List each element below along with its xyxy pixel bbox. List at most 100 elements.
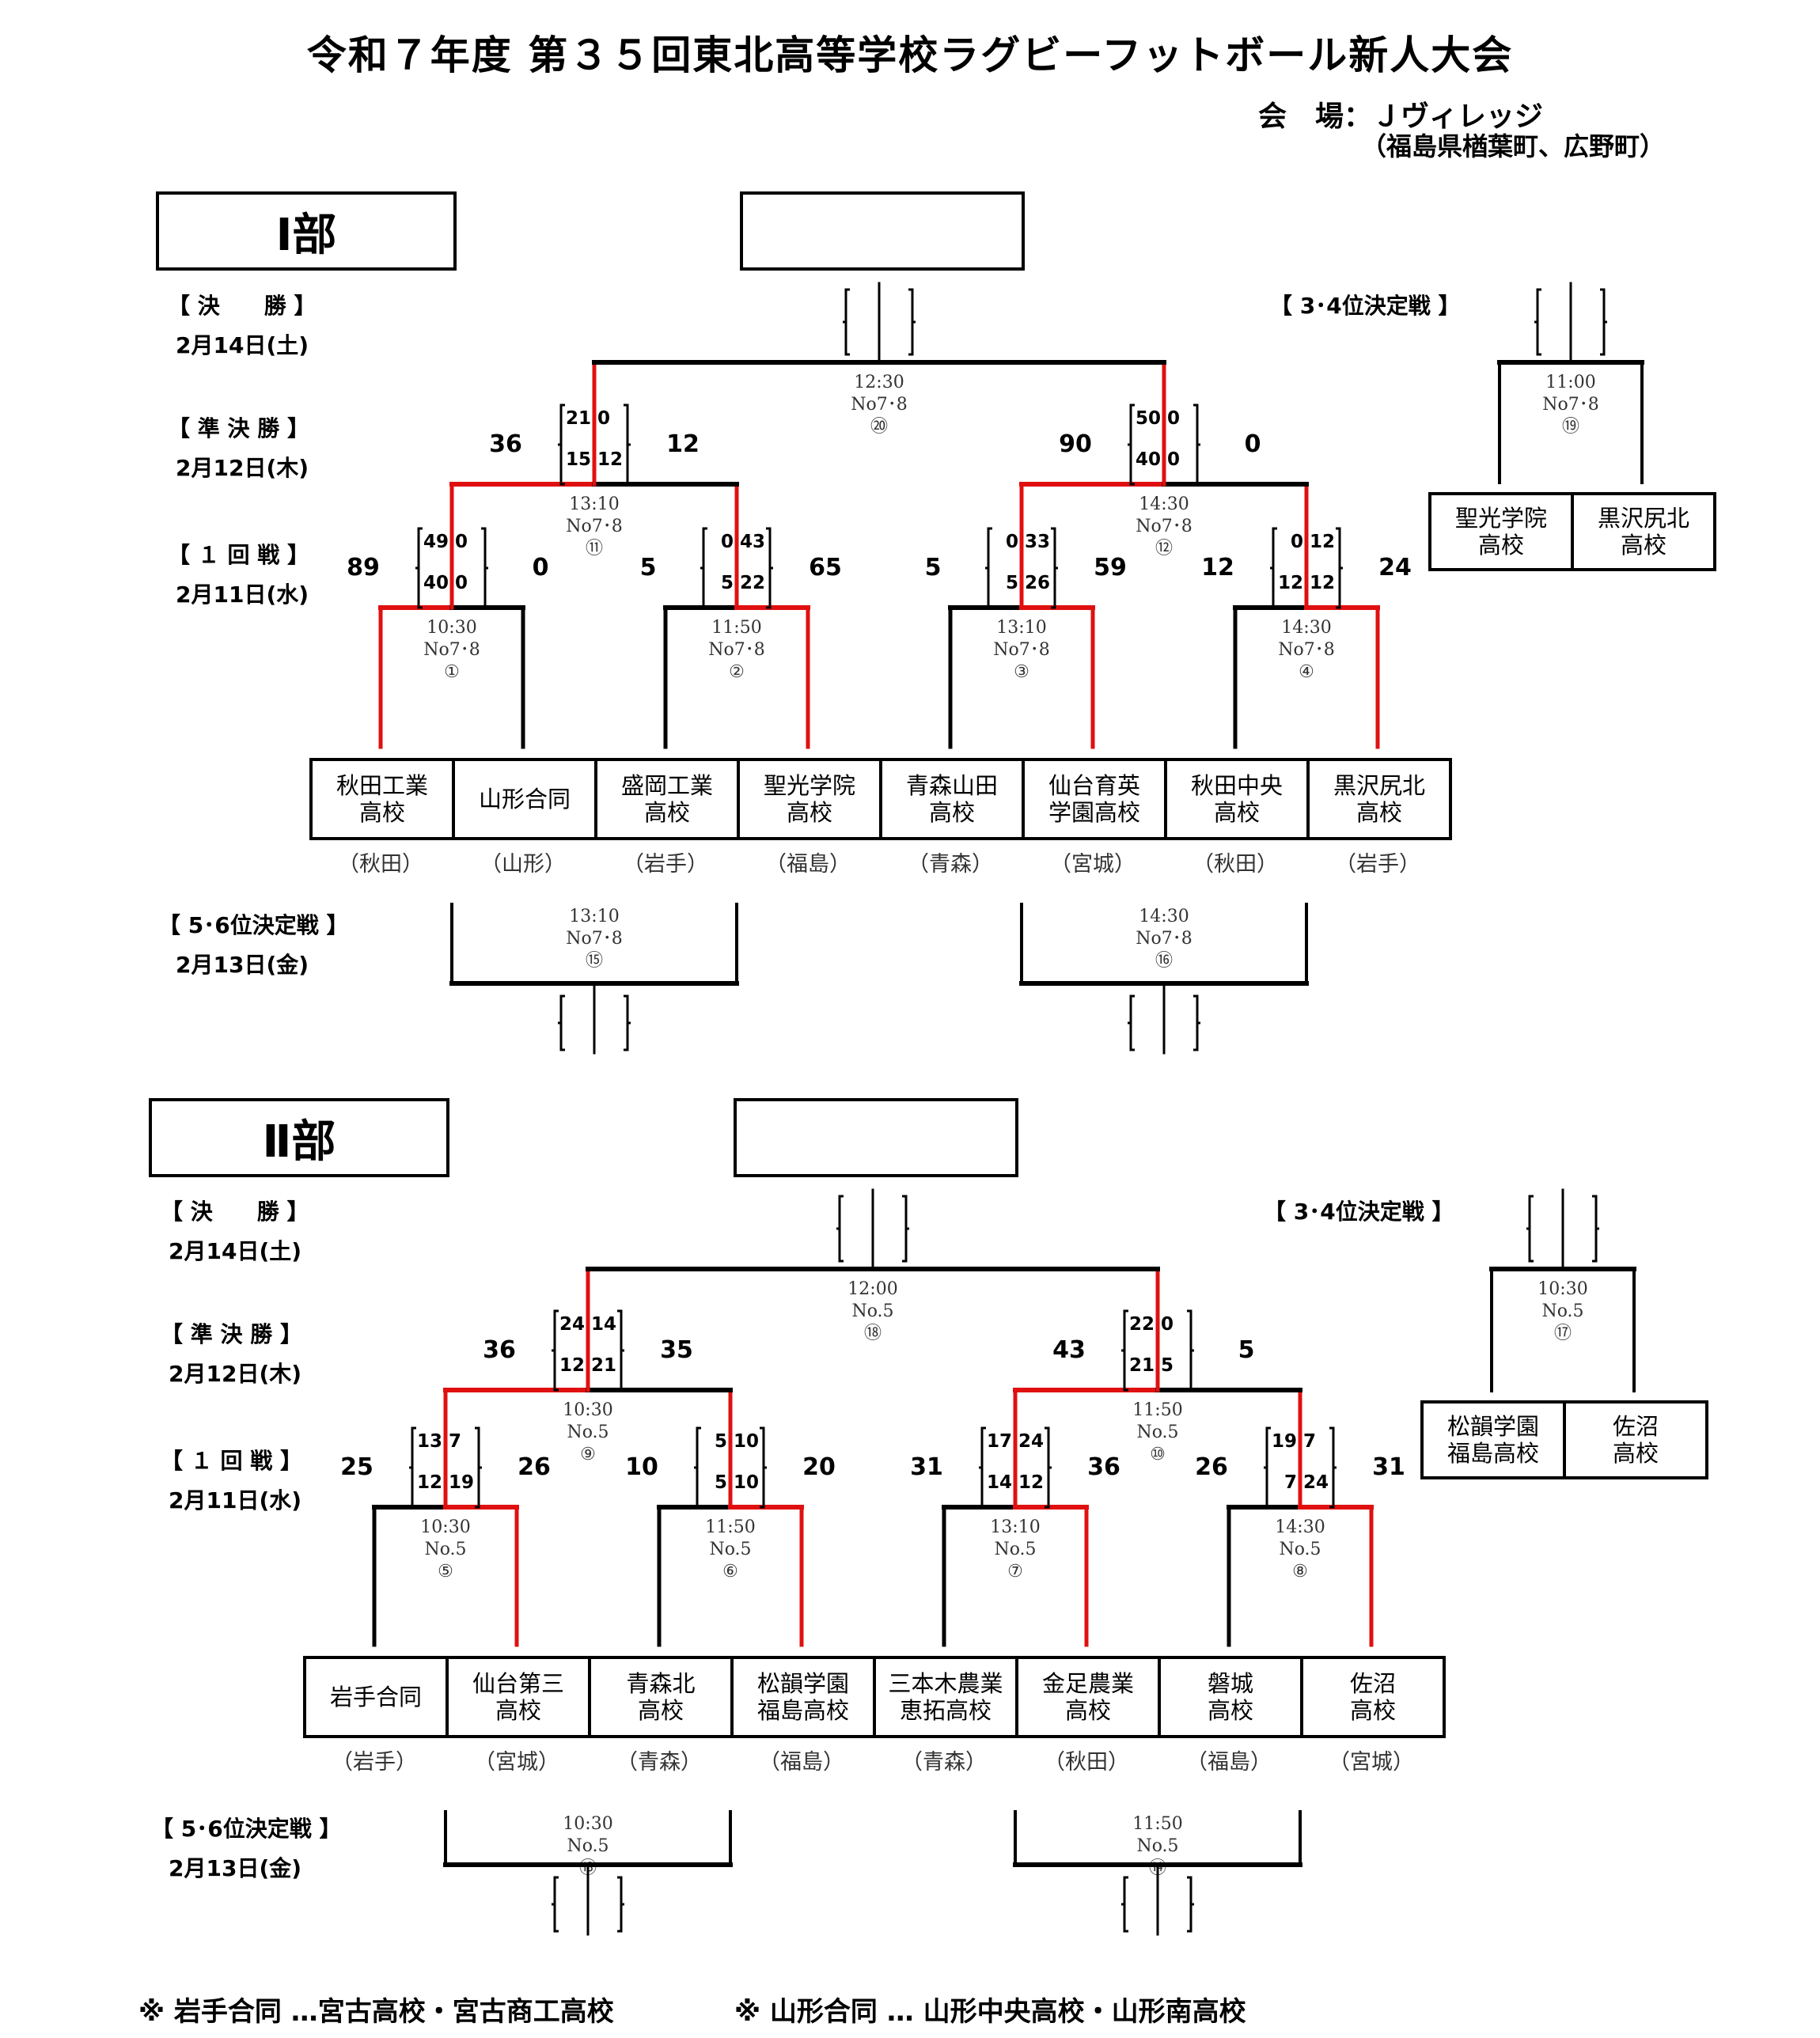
score-left-total: 10 [625, 1453, 658, 1481]
half-score-right: 7 [1303, 1431, 1317, 1452]
team-prefecture: （宮城） [474, 1750, 559, 1775]
match-time: 10:30 [427, 618, 477, 638]
score-left-total: 89 [347, 554, 380, 581]
division-title: Ⅱ部 [149, 1098, 449, 1177]
team-cell: 仙台第三 高校 [446, 1656, 591, 1738]
half-score-left: 12 [1277, 573, 1303, 593]
match-time: 11:50 [711, 618, 762, 638]
match-field: No7･8 [1136, 517, 1192, 536]
score-right-total: 65 [809, 554, 842, 581]
team-prefecture: （山形） [480, 852, 566, 877]
match-field: No7･8 [566, 517, 623, 536]
team-cell: 松韻学園 福島高校 [730, 1656, 876, 1738]
match-field: No.5 [567, 1422, 609, 1442]
half-score-right: 26 [1025, 573, 1051, 593]
score-right-total: 20 [802, 1453, 836, 1481]
page-title: 令和７年度 第３５回東北高等学校ラグビーフットボール新人大会 [306, 32, 1514, 78]
match-field: No7･8 [1278, 640, 1335, 660]
score-fifth-brackets [552, 1876, 624, 1933]
match-no: ④ [1299, 662, 1314, 682]
match-no: ⑩ [1150, 1445, 1166, 1464]
half-score-right: 12 [1310, 532, 1336, 552]
half-score-left: 15 [565, 449, 591, 470]
match-field: No7･8 [708, 640, 765, 660]
score-semi-brackets [1121, 1309, 1194, 1392]
half-score-left: 21 [565, 408, 591, 429]
team-cell: 三本木農業 恵拓高校 [873, 1656, 1018, 1738]
round-date-semi: 2月12日(木) [176, 455, 309, 481]
half-score-right: 12 [597, 449, 624, 470]
score-left-total: 5 [639, 554, 657, 581]
team-cell: 山形合同 [452, 758, 597, 840]
third-place-team-cell: 黒沢尻北 高校 [1571, 492, 1716, 571]
venue-address: （福島県楢葉町、広野町） [1361, 131, 1666, 161]
champion-box [734, 1098, 1018, 1177]
round-date-final: 2月14日(土) [176, 332, 309, 358]
half-score-right: 33 [1025, 532, 1051, 552]
score-left-total: 36 [489, 430, 522, 458]
half-score-right: 24 [1018, 1431, 1045, 1452]
match-time: 10:30 [1538, 1279, 1588, 1299]
round-date-final: 2月14日(土) [169, 1238, 302, 1264]
match-field: No7･8 [566, 929, 623, 949]
score-left-total: 36 [483, 1336, 516, 1364]
half-score-right: 0 [455, 573, 468, 593]
score-right-total: 31 [1372, 1453, 1405, 1481]
score-fifth-brackets [558, 994, 631, 1051]
score-left-total: 26 [1195, 1453, 1228, 1481]
champion-box [740, 191, 1025, 271]
team-cell: 岩手合同 [303, 1656, 449, 1738]
half-score-left: 7 [1283, 1472, 1297, 1493]
match-time: 11:50 [1132, 1814, 1183, 1834]
team-prefecture: （福島） [765, 852, 851, 877]
match-no: ⑨ [580, 1445, 596, 1464]
score-r1-brackets [1264, 1426, 1337, 1509]
match-no: ⑫ [1155, 539, 1173, 559]
match-field: No.5 [851, 1301, 894, 1321]
match-time: 11:00 [1545, 373, 1596, 392]
round-label-final: 【 決 勝 】 [161, 1199, 309, 1225]
match-field: No.5 [567, 1836, 609, 1856]
match-field: No.5 [1136, 1836, 1179, 1856]
half-score-left: 19 [1271, 1431, 1297, 1452]
half-score-left: 0 [1005, 532, 1018, 552]
round-date-semi: 2月12日(木) [169, 1361, 302, 1387]
match-no: ⑥ [722, 1562, 738, 1582]
score-r1-brackets [979, 1426, 1052, 1509]
half-score-left: 12 [416, 1472, 442, 1493]
team-cell: 秋田中央 高校 [1164, 758, 1310, 840]
score-right-total: 59 [1094, 554, 1127, 581]
match-time: 10:30 [563, 1814, 613, 1834]
score-right-total: 26 [518, 1453, 551, 1481]
score-left-total: 12 [1201, 554, 1234, 581]
team-cell: 黒沢尻北 高校 [1306, 758, 1452, 840]
team-prefecture: （秋田） [338, 852, 423, 877]
half-score-right: 12 [1310, 573, 1336, 593]
score-semi-brackets [1128, 403, 1200, 486]
team-prefecture: （秋田） [1044, 1750, 1129, 1775]
half-score-left: 5 [1005, 573, 1018, 593]
team-prefecture: （岩手） [332, 1750, 417, 1775]
round-label-first: 【 １ 回 戦 】 [161, 1448, 302, 1474]
half-score-left: 40 [1135, 449, 1161, 470]
third-place-team-cell: 佐沼 高校 [1563, 1400, 1708, 1479]
third-place-team-cell: 松韻学園 福島高校 [1420, 1400, 1566, 1479]
round-label-fifth-place: 【 5･6位決定戦 】 [158, 912, 349, 938]
round-label-fifth-place: 【 5･6位決定戦 】 [151, 1816, 342, 1842]
score-right-total: 36 [1087, 1453, 1120, 1481]
half-score-right: 19 [449, 1472, 475, 1493]
team-cell: 盛岡工業 高校 [594, 758, 740, 840]
half-score-right: 0 [1161, 1314, 1174, 1335]
match-no: ⑲ [1561, 417, 1579, 437]
